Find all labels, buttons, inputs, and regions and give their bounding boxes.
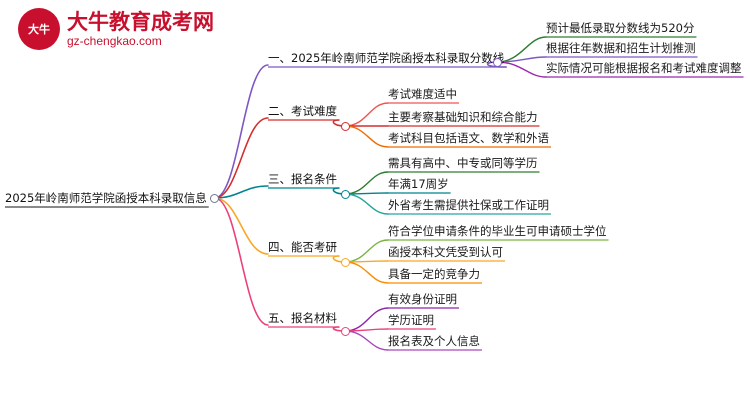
mindmap-node-dot[interactable] — [340, 121, 350, 131]
leaf-label-1-2: 根据往年数据和招生计划推测 — [546, 41, 696, 55]
branch-label-5: 五、报名材料 — [268, 311, 337, 325]
leaf-label-1-1: 预计最低录取分数线为520分 — [546, 21, 695, 35]
connector-curve — [344, 192, 389, 195]
leaf-label-2-3: 考试科目包括语文、数学和外语 — [388, 131, 549, 145]
connector-curve — [344, 261, 389, 284]
root-label: 2025年岭南师范学院函授本科录取信息 — [5, 191, 207, 205]
connector-curve — [213, 197, 269, 255]
leaf-label-5-1: 有效身份证明 — [388, 292, 457, 306]
branch-label-4: 四、能否考研 — [268, 240, 337, 254]
mindmap-node-dot[interactable] — [492, 57, 502, 67]
branch-label-3: 三、报名条件 — [268, 172, 337, 186]
mindmap-node-dot[interactable] — [340, 257, 350, 267]
connector-curve — [344, 239, 389, 263]
mindmap-node-dot[interactable] — [340, 189, 350, 199]
connector-curve — [344, 307, 389, 332]
leaf-label-4-3: 具备一定的竞争力 — [388, 267, 480, 281]
connector-curve — [344, 102, 389, 127]
leaf-label-2-1: 考试难度适中 — [388, 87, 457, 101]
leaf-label-5-3: 报名表及个人信息 — [388, 334, 480, 348]
mindmap-node-dot[interactable] — [210, 193, 220, 203]
branch-label-2: 二、考试难度 — [268, 104, 337, 118]
connector-curve — [344, 260, 389, 263]
connector-curve — [496, 61, 547, 78]
site-logo: 大牛 大牛教育成考网 gz-chengkao.com — [18, 8, 214, 50]
leaf-label-2-2: 主要考察基础知识和综合能力 — [388, 110, 538, 124]
logo-text-block: 大牛教育成考网 gz-chengkao.com — [67, 9, 214, 48]
leaf-label-3-2: 年满17周岁 — [388, 177, 449, 191]
mindmap-node-dot[interactable] — [340, 326, 350, 336]
logo-subtitle: gz-chengkao.com — [67, 33, 162, 48]
connector-curve — [344, 125, 389, 148]
connector-curve — [344, 193, 389, 215]
logo-title: 大牛教育成考网 — [67, 9, 214, 34]
connector-curve — [213, 117, 269, 199]
connector-curve — [344, 328, 389, 332]
leaf-label-3-3: 外省考生需提供社保或工作证明 — [388, 198, 549, 212]
leaf-label-4-2: 函授本科文凭受到认可 — [388, 245, 503, 259]
connector-curve — [496, 56, 547, 63]
connector-curve — [496, 36, 547, 63]
logo-mark-text: 大牛 — [28, 22, 50, 36]
leaf-label-3-1: 需具有高中、中专或同等学历 — [388, 156, 538, 170]
connector-curve — [344, 171, 389, 195]
leaf-label-4-1: 符合学位申请条件的毕业生可申请硕士学位 — [388, 224, 607, 238]
connector-curve — [213, 64, 269, 199]
leaf-label-5-2: 学历证明 — [388, 313, 434, 327]
logo-mark-icon: 大牛 — [18, 8, 60, 50]
leaf-label-1-3: 实际情况可能根据报名和考试难度调整 — [546, 61, 742, 75]
branch-label-1: 一、2025年岭南师范学院函授本科录取分数线 — [268, 51, 505, 65]
connector-curve — [213, 197, 269, 326]
connector-curve — [213, 185, 269, 199]
connector-curve — [344, 330, 389, 351]
